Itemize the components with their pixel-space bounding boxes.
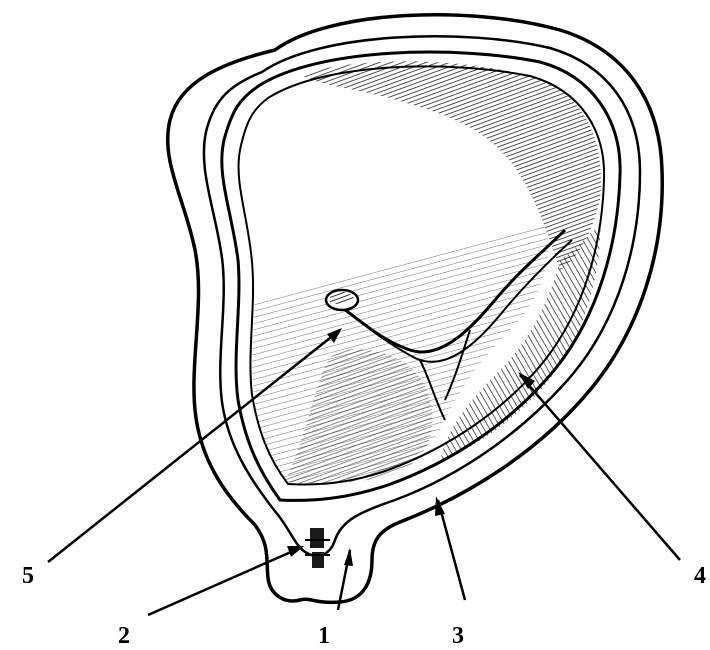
callout-5: 5 xyxy=(22,563,34,589)
callout-2: 2 xyxy=(118,623,130,649)
callout-3: 3 xyxy=(452,623,464,649)
callout-1: 1 xyxy=(318,623,330,649)
cervical-plug xyxy=(310,528,324,548)
callout-4: 4 xyxy=(694,563,706,589)
